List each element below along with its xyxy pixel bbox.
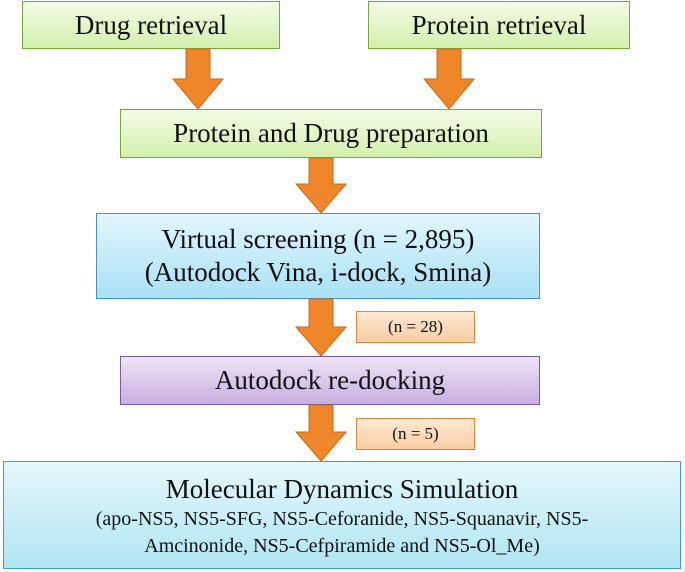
- drug-retrieval-box: Drug retrieval: [22, 1, 280, 49]
- count-note-5-label: (n = 5): [392, 424, 439, 443]
- md-simulation-systems-line1: (apo-NS5, NS5-SFG, NS5-Ceforanide, NS5-S…: [95, 508, 589, 530]
- protein-retrieval-label: Protein retrieval: [411, 9, 587, 40]
- md-simulation-box: Molecular Dynamics Simulation (apo-NS5, …: [3, 461, 681, 569]
- arrow-redocking-to-md: [294, 404, 348, 462]
- count-note-28: (n = 28): [356, 311, 475, 343]
- virtual-screening-title: Virtual screening (n = 2,895): [161, 224, 475, 254]
- md-simulation-title: Molecular Dynamics Simulation: [165, 474, 519, 504]
- redocking-label: Autodock re-docking: [214, 365, 446, 395]
- drug-retrieval-label: Drug retrieval: [74, 9, 228, 40]
- md-simulation-systems-line2: Amcinonide, NS5-Cefpiramide and NS5-Ol_M…: [144, 535, 540, 557]
- arrow-prep-to-screening: [294, 157, 348, 214]
- arrow-screening-to-redocking: [294, 298, 348, 357]
- preparation-label: Protein and Drug preparation: [173, 118, 489, 148]
- virtual-screening-box: Virtual screening (n = 2,895) (Autodock …: [96, 213, 540, 299]
- preparation-box: Protein and Drug preparation: [120, 109, 542, 158]
- count-note-5: (n = 5): [356, 418, 475, 450]
- count-note-28-label: (n = 28): [388, 317, 443, 336]
- redocking-box: Autodock re-docking: [120, 356, 540, 405]
- arrow-drug-to-prep: [171, 48, 225, 110]
- arrow-protein-to-prep: [422, 48, 476, 110]
- virtual-screening-tools: (Autodock Vina, i-dock, Smina): [144, 257, 492, 287]
- protein-retrieval-box: Protein retrieval: [368, 1, 630, 49]
